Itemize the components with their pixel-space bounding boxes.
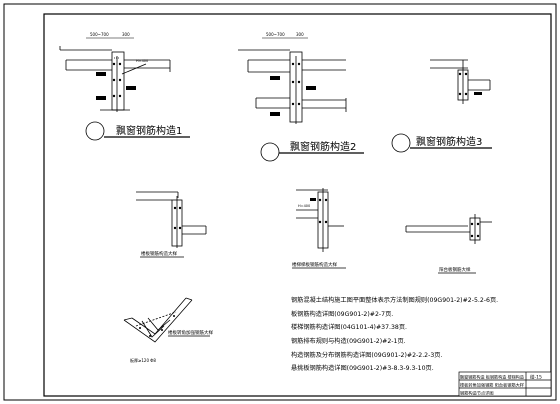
detail-3-title: 飘窗钢筋构造3 — [416, 135, 482, 148]
detail-4-rebar — [173, 206, 182, 230]
detail-1-dim-side: 300 — [122, 32, 130, 37]
detail-7-drawing — [123, 297, 193, 343]
note-line: 悬挑板钢筋构造详图(09G901-2)#3-8.3-9.3-10页. — [291, 364, 434, 372]
sheet-number: 结-15 — [530, 374, 542, 381]
sheet-border-outer — [3, 3, 557, 401]
detail-7-caption: 楼板转角加强钢筋大样 — [168, 329, 213, 336]
detail-2-dim-side: 300 — [296, 32, 304, 37]
detail-2-dim-top: 500~700 — [266, 32, 285, 37]
detail-1-drawing — [59, 46, 171, 112]
detail-1-hatch — [96, 72, 136, 100]
detail-7-subcaption: 板厚≥120 Φ8 — [130, 357, 156, 363]
detail-3-drawing — [430, 59, 491, 104]
detail-2-index-circle — [260, 142, 280, 162]
detail-1-level: H=400 — [136, 59, 148, 63]
title-block-row-3: 钢筋构造节点详图 — [460, 390, 494, 397]
detail-5-rebar — [310, 198, 328, 224]
detail-7-rebar — [139, 315, 175, 337]
title-block-row-1: 飘窗钢筋构造 板钢筋构造 楼梯构造 — [460, 374, 525, 381]
detail-6-drawing — [405, 214, 492, 244]
detail-4-caption: 楼板钢筋构造大样 — [141, 250, 177, 257]
detail-5-drawing — [296, 188, 344, 252]
detail-1-dim-top: 500~700 — [90, 32, 109, 37]
detail-6-caption: 阳台板钢筋大样 — [439, 266, 471, 273]
detail-3-rebar — [458, 72, 482, 96]
detail-6-rebar — [470, 222, 480, 238]
detail-5-level: H=400 — [298, 204, 310, 208]
title-block — [458, 371, 552, 397]
detail-5-caption: 楼梯梯板钢筋构造大样 — [292, 261, 337, 268]
note-line: 构造钢筋及分布钢筋构造详图(09G901-2)#2-2.2-3页. — [291, 351, 442, 359]
note-line: 钢筋排布规则与构造(09G901-2)#2-1页. — [291, 337, 406, 345]
detail-1-title: 飘窗钢筋构造1 — [116, 124, 182, 137]
detail-2-hatch — [270, 76, 316, 116]
detail-4-drawing — [136, 191, 207, 248]
detail-2-rebar — [291, 62, 301, 106]
detail-1-rebar — [112, 62, 122, 98]
detail-3-index-circle — [391, 133, 411, 153]
sheet-border-inner — [43, 13, 552, 397]
notes-block: 钢筋混凝土结构施工图平面整体表示方法制图规则(09G901-2)#2-5.2-6… — [291, 296, 498, 372]
note-line: 钢筋混凝土结构施工图平面整体表示方法制图规则(09G901-2)#2-5.2-6… — [291, 296, 498, 304]
note-line: 板钢筋构造详图(09G901-2)#2-7页. — [291, 310, 393, 318]
detail-1-index-circle — [85, 121, 105, 141]
title-block-row-2: 楼板转角加强钢筋 阳台板钢筋大样 — [460, 382, 524, 389]
detail-2-title: 飘窗钢筋构造2 — [290, 140, 356, 153]
note-line: 楼梯钢筋构造详图(04G101-4)#37.38页. — [291, 323, 407, 331]
detail-2-drawing — [238, 49, 347, 124]
